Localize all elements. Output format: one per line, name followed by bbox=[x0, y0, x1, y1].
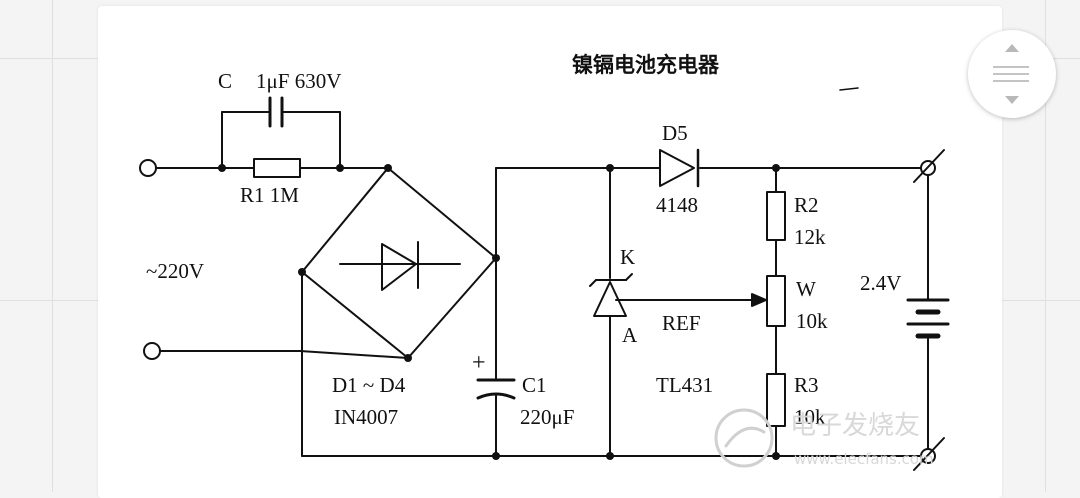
resistor-r1-label: R1 1M bbox=[240, 183, 299, 207]
potentiometer-w-value: 10k bbox=[796, 309, 828, 333]
chevron-down-icon[interactable] bbox=[1005, 96, 1019, 104]
capacitor-c-label: C bbox=[218, 69, 232, 93]
bridge-name-label: D1 ~ D4 bbox=[332, 373, 406, 397]
tl431-cathode-label: K bbox=[620, 245, 635, 269]
bridge-part-label: IN4007 bbox=[334, 405, 398, 429]
tl431-part-label: TL431 bbox=[656, 373, 713, 397]
background-grid-line bbox=[52, 0, 53, 492]
potentiometer-w-label: W bbox=[796, 277, 816, 301]
resistor-r2-label: R2 bbox=[794, 193, 819, 217]
watermark-brand: 电子发烧友 bbox=[790, 411, 920, 441]
resistor-r2-value: 12k bbox=[794, 225, 826, 249]
resistor-r3 bbox=[766, 373, 786, 427]
diagram-title: 镍镉电池充电器 bbox=[572, 53, 720, 77]
battery-voltage-label: 2.4V bbox=[860, 271, 901, 295]
capacitor-c1 bbox=[476, 378, 516, 400]
grip-line bbox=[993, 80, 1029, 82]
shunt-regulator-tl431 bbox=[589, 167, 767, 457]
watermark-url: www.elecfans.com bbox=[794, 450, 934, 468]
diode-d5-label: D5 bbox=[662, 121, 688, 145]
potentiometer-w bbox=[766, 275, 786, 327]
grip-line bbox=[993, 73, 1029, 75]
diode-d5 bbox=[659, 148, 700, 188]
capacitor-c-value: 1μF 630V bbox=[256, 69, 341, 93]
grip-line bbox=[993, 66, 1029, 68]
tl431-anode-label: A bbox=[622, 323, 638, 347]
scroll-up-down-icon[interactable] bbox=[968, 30, 1056, 118]
input-terminal-top bbox=[139, 159, 157, 177]
background-grid-line bbox=[1045, 0, 1046, 492]
resistor-r3-label: R3 bbox=[794, 373, 819, 397]
watermark-logo bbox=[714, 408, 774, 468]
resistor-r3-value: 10k bbox=[794, 405, 826, 429]
tl431-ref-label: REF bbox=[662, 311, 701, 335]
capacitor-c1-value: 220μF bbox=[520, 405, 574, 429]
battery bbox=[906, 174, 950, 450]
mains-voltage-label: ~220V bbox=[146, 259, 204, 283]
resistor-r2 bbox=[766, 191, 786, 241]
input-terminal-bottom bbox=[143, 342, 161, 360]
wire bbox=[155, 111, 389, 169]
capacitor-c bbox=[268, 96, 284, 128]
scan-artifact bbox=[839, 87, 859, 91]
capacitor-c1-label: C1 bbox=[522, 373, 547, 397]
diode-d5-part: 4148 bbox=[656, 193, 698, 217]
chevron-up-icon[interactable] bbox=[1005, 44, 1019, 52]
bridge-rectifier bbox=[301, 167, 497, 359]
resistor-r1 bbox=[253, 158, 301, 178]
capacitor-c1-plus: + bbox=[472, 350, 486, 376]
